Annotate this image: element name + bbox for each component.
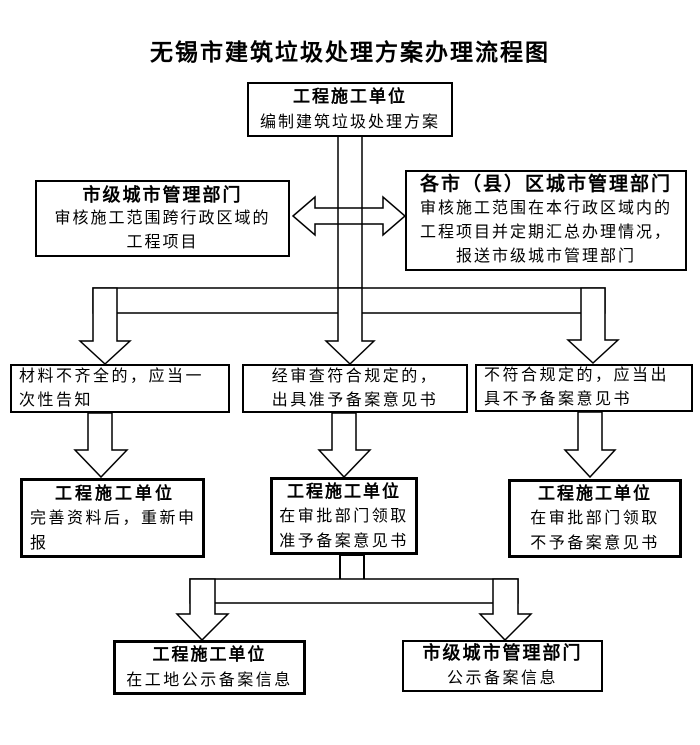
node-materials-incomplete: 材料不齐全的，应当一 次性告知: [10, 364, 230, 413]
node-line: 报: [30, 534, 49, 552]
node-line: 工程项目并定期汇总办理情况，: [419, 223, 672, 241]
node-line: 审核施工范围在本行政区域内的: [419, 199, 672, 217]
node-city-publicity: 市级城市管理部门 公示备案信息: [402, 640, 603, 692]
arrow-down-to-rejected: [566, 287, 620, 365]
node-title: 工程施工单位: [293, 86, 407, 106]
node-line: 在审批部门领取: [530, 510, 660, 527]
node-line: 工程项目: [126, 233, 199, 251]
arrow-incomplete-to-resubmit: [73, 412, 129, 479]
node-title: 工程施工单位: [538, 484, 652, 503]
distribution-bar-bottom: [189, 578, 519, 604]
node-line: 不符合规定的，应当出: [484, 367, 670, 384]
node-title: 市级城市管理部门: [82, 184, 243, 205]
node-line: 出具准予备案意见书: [271, 391, 439, 409]
node-line: 具不予备案意见书: [484, 391, 633, 408]
node-title: 各市（县）区城市管理部门: [419, 173, 672, 195]
node-site-publicity: 工程施工单位 在工地公示备案信息: [113, 640, 306, 695]
node-resubmit: 工程施工单位 完善资料后，重新申 报: [20, 478, 205, 558]
node-construction-unit-prepare: 工程施工单位 编制建筑垃圾处理方案: [247, 82, 453, 137]
node-line: 经审查符合规定的，: [271, 367, 439, 385]
collect-pipe: [339, 554, 365, 581]
bidirectional-arrow: [291, 195, 407, 237]
node-review-approved: 经审查符合规定的， 出具准予备案意见书: [242, 364, 468, 413]
node-district-management-dept: 各市（县）区城市管理部门 审核施工范围在本行政区域内的 工程项目并定期汇总办理情…: [405, 170, 687, 271]
node-city-management-dept: 市级城市管理部门 审核施工范围跨行政区域的 工程项目: [35, 180, 290, 257]
node-review-rejected: 不符合规定的，应当出 具不予备案意见书: [475, 364, 693, 412]
node-line: 材料不齐全的，应当一: [19, 367, 205, 385]
node-title: 工程施工单位: [55, 483, 175, 503]
arrow-rejected-to-collect: [563, 411, 617, 479]
node-line: 在审批部门领取: [279, 507, 409, 525]
arrow-down-to-city-publicity: [478, 578, 533, 642]
node-line: 在工地公示备案信息: [126, 671, 293, 689]
node-line: 报送市级城市管理部门: [455, 247, 636, 265]
arrow-down-to-incomplete: [78, 287, 132, 366]
node-line: 公示备案信息: [446, 670, 558, 687]
node-line: 编制建筑垃圾处理方案: [259, 113, 440, 131]
node-title: 工程施工单位: [287, 481, 401, 501]
node-collect-approval: 工程施工单位 在审批部门领取 准予备案意见书: [270, 477, 418, 555]
node-line: 完善资料后，重新申: [30, 509, 197, 527]
arrow-down-to-approved: [324, 287, 376, 366]
node-title: 工程施工单位: [152, 644, 267, 664]
node-line: 次性告知: [19, 391, 94, 409]
node-line: 准予备案意见书: [279, 532, 409, 550]
node-line: 不予备案意见书: [530, 535, 660, 552]
arrow-down-to-site-publicity: [175, 578, 230, 642]
node-title: 市级城市管理部门: [422, 643, 583, 663]
arrow-approved-to-collect: [317, 412, 372, 479]
page-title: 无锡市建筑垃圾处理方案办理流程图: [150, 39, 550, 65]
node-collect-rejection: 工程施工单位 在审批部门领取 不予备案意见书: [508, 479, 682, 558]
node-line: 审核施工范围跨行政区域的: [54, 209, 271, 227]
